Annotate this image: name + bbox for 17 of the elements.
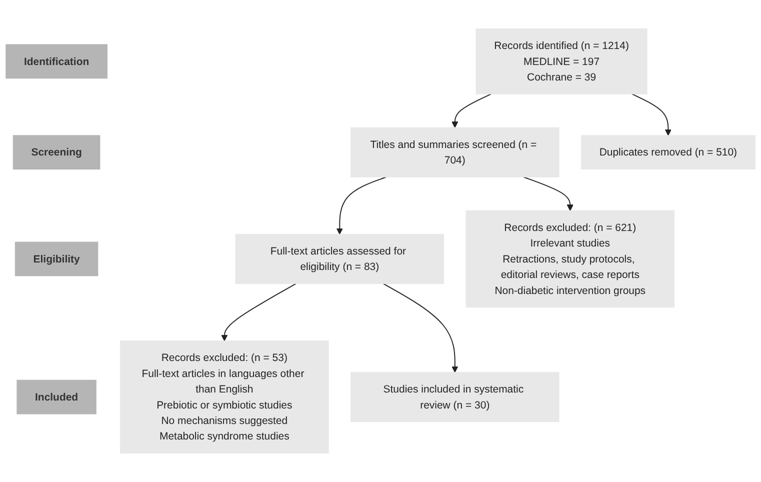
node-box: Duplicates removed (n = 510) [581,135,756,170]
node-box: Eligibility [14,242,98,276]
node-box: Full-text articles assessed for eligibility (n = 83) [235,234,444,284]
node-box: Records identified (n = 1214) MEDLINE = 197 Cochrane = 39 [476,28,648,94]
node-box: Titles and summaries screened (n = 704) [350,127,560,178]
arrow [221,283,296,342]
arrow [631,93,672,136]
node-box: Identification [6,44,108,79]
node-box: Records excluded: (n = 53) Full-text articles in languages other than English Prebiotic or symbiotic studies No mechanisms suggested Metabolic syndrome studies [120,340,329,454]
arrow [522,176,574,211]
node-box: Studies included in systematic review (n = 30) [350,372,560,422]
arrow [336,176,387,235]
node-box: Included [16,380,96,414]
arrow [382,283,458,373]
node-box: Screening [12,135,100,170]
node-box: Records excluded: (n = 621) Irrelevant studies Retractions, study protocols, editorial reviews, case reports Non-diabetic intervention groups [466,210,675,308]
arrow [452,93,492,128]
